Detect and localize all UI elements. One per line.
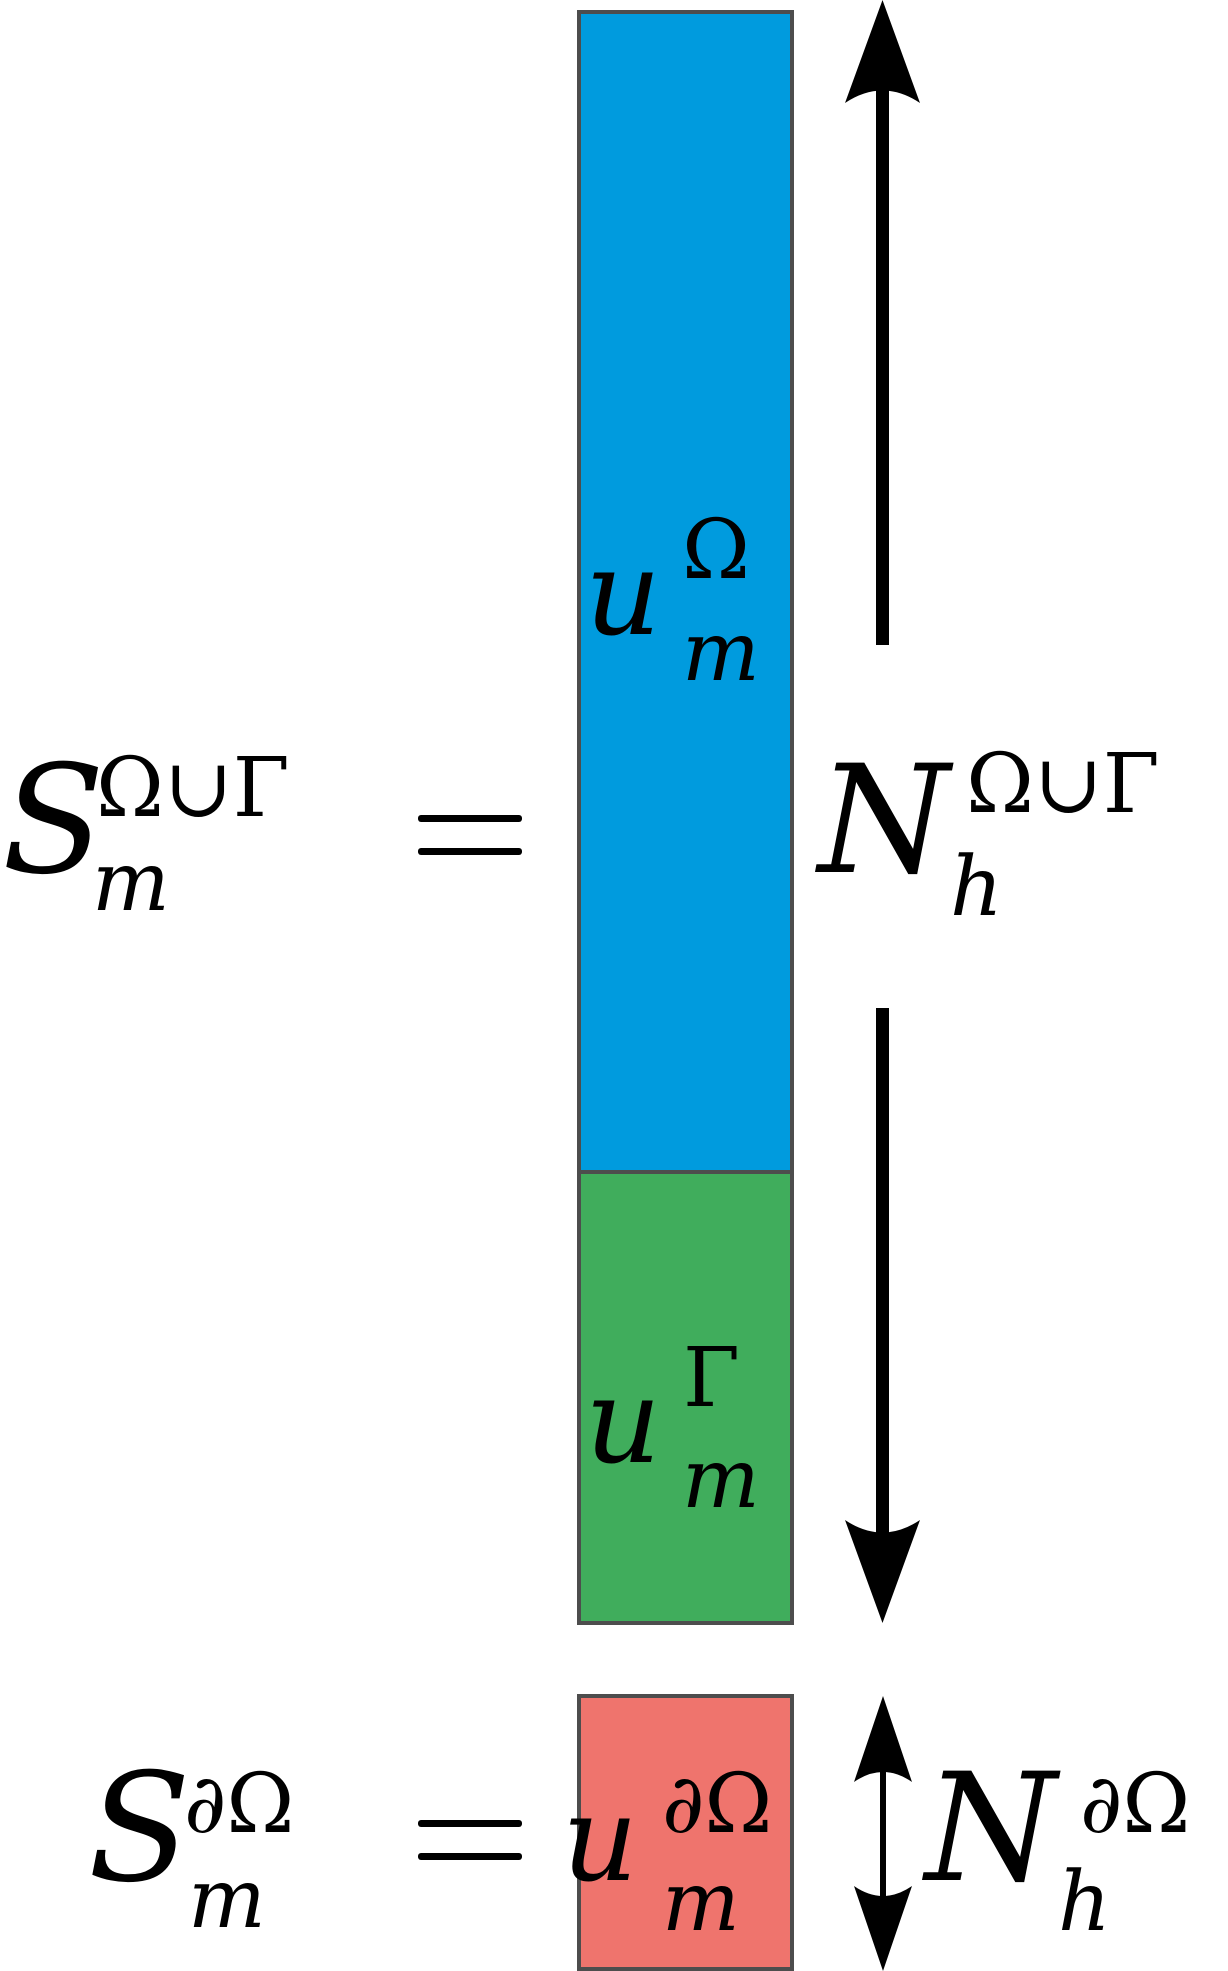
boundary-lhs-sup: ∂Ω (184, 1757, 294, 1852)
boundary-lhs-sub: m (188, 1852, 266, 1947)
boundary-snapshot-lhs: S ∂Ω m (88, 1742, 522, 1947)
dimension-arrow-up-icon (845, 0, 920, 645)
interior-label-base: u (585, 524, 661, 662)
boundary-dim-base: N (922, 1742, 1061, 1916)
full-dim-sup: Ω∪Γ (966, 737, 1160, 832)
boundary-label-sup: ∂Ω (662, 1757, 772, 1852)
boundary-dimension-label: N ∂Ω h (922, 1742, 1190, 1950)
full-equals-bottom-bar (418, 848, 522, 855)
full-lhs-sup: Ω∪Γ (96, 741, 290, 836)
full-snapshot-lhs: S Ω∪Γ m (2, 734, 522, 930)
interior-label-sup: Ω (682, 503, 750, 598)
full-equals-top-bar (418, 815, 522, 822)
full-dimension-label: N Ω∪Γ h (815, 734, 1160, 935)
interior-block (577, 10, 794, 1174)
dimension-arrow-down-icon (845, 1008, 920, 1623)
full-dim-base: N (815, 734, 954, 908)
boundary-dimension-arrow-icon (854, 1696, 912, 1971)
interface-label: u Γ m (585, 1331, 760, 1527)
boundary-lhs-base: S (88, 1742, 191, 1916)
boundary-label: u ∂Ω m (562, 1757, 772, 1950)
interface-label-sup: Γ (683, 1331, 740, 1426)
boundary-label-base: u (562, 1770, 638, 1908)
interior-label-sub: m (682, 605, 760, 700)
boundary-equals-bottom-bar (418, 1853, 522, 1860)
boundary-dim-sub: h (1058, 1855, 1111, 1950)
interface-label-base: u (585, 1352, 661, 1490)
interface-label-sub: m (682, 1432, 760, 1527)
boundary-block (577, 1694, 794, 1971)
full-dim-sub: h (950, 840, 1003, 935)
boundary-equals-top-bar (418, 1820, 522, 1827)
interface-block (577, 1170, 794, 1625)
full-lhs-sub: m (92, 835, 170, 930)
boundary-label-sub: m (662, 1855, 740, 1950)
interior-label: u Ω m (585, 503, 760, 700)
boundary-dim-sup: ∂Ω (1080, 1757, 1190, 1852)
full-lhs-base: S (2, 734, 105, 908)
